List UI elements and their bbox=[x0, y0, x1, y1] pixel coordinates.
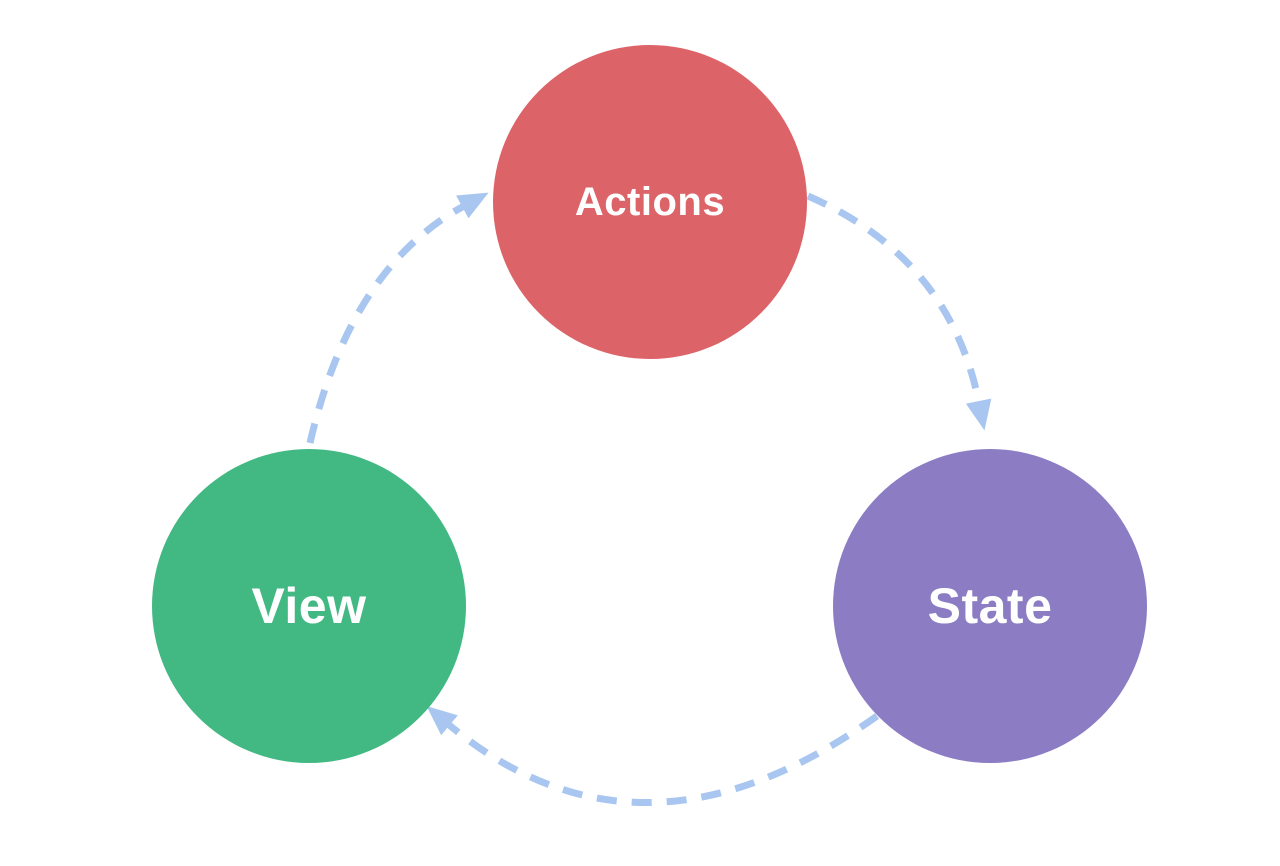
arrow-actions-to-state bbox=[806, 192, 992, 431]
node-actions: Actions bbox=[493, 45, 807, 359]
arrow-state-to-view bbox=[426, 706, 880, 807]
node-view-label: View bbox=[251, 578, 367, 634]
node-view: View bbox=[152, 449, 466, 763]
arrow-view-to-actions bbox=[306, 192, 489, 444]
node-actions-label: Actions bbox=[574, 180, 726, 224]
node-state-label: State bbox=[927, 578, 1053, 634]
node-state: State bbox=[833, 449, 1147, 763]
